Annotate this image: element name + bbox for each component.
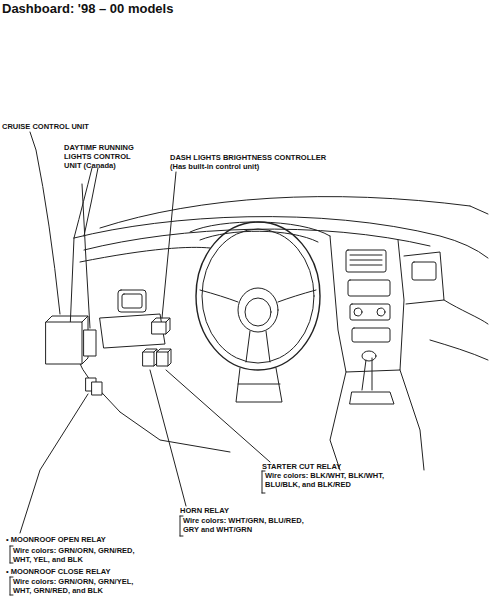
wire-colors: Wire colors: WHT/GRN, BLU/RED, GRY and W… (183, 516, 313, 534)
part-label: • MOONROOF OPEN RELAY (6, 535, 106, 544)
wire-colors: Wire colors: BLK/WHT, BLK/WHT, BLU/BLK, … (265, 471, 390, 489)
part-label: STARTER CUT RELAY (262, 462, 341, 471)
part-label: • MOONROOF CLOSE RELAY (6, 567, 110, 576)
wire-colors: Wire colors: GRN/ORN, GRN/RED, WHT, YEL,… (13, 546, 141, 564)
part-note: (Has built-in control unit) (170, 162, 259, 171)
part-label: HORN RELAY (180, 506, 229, 515)
wire-colors: Wire colors: GRN/ORN, GRN/YEL, WHT, GRN/… (13, 577, 141, 595)
part-label: DASH LIGHTS BRIGHTNESS CONTROLLER (170, 153, 326, 162)
part-label: CRUISE CONTROL UNIT (2, 122, 89, 131)
part-label: DAYTIMF RUNNING LIGHTS CONTROL UNIT (Can… (64, 143, 134, 170)
diagram-title: Dashboard: '98 – 00 models (2, 1, 173, 16)
